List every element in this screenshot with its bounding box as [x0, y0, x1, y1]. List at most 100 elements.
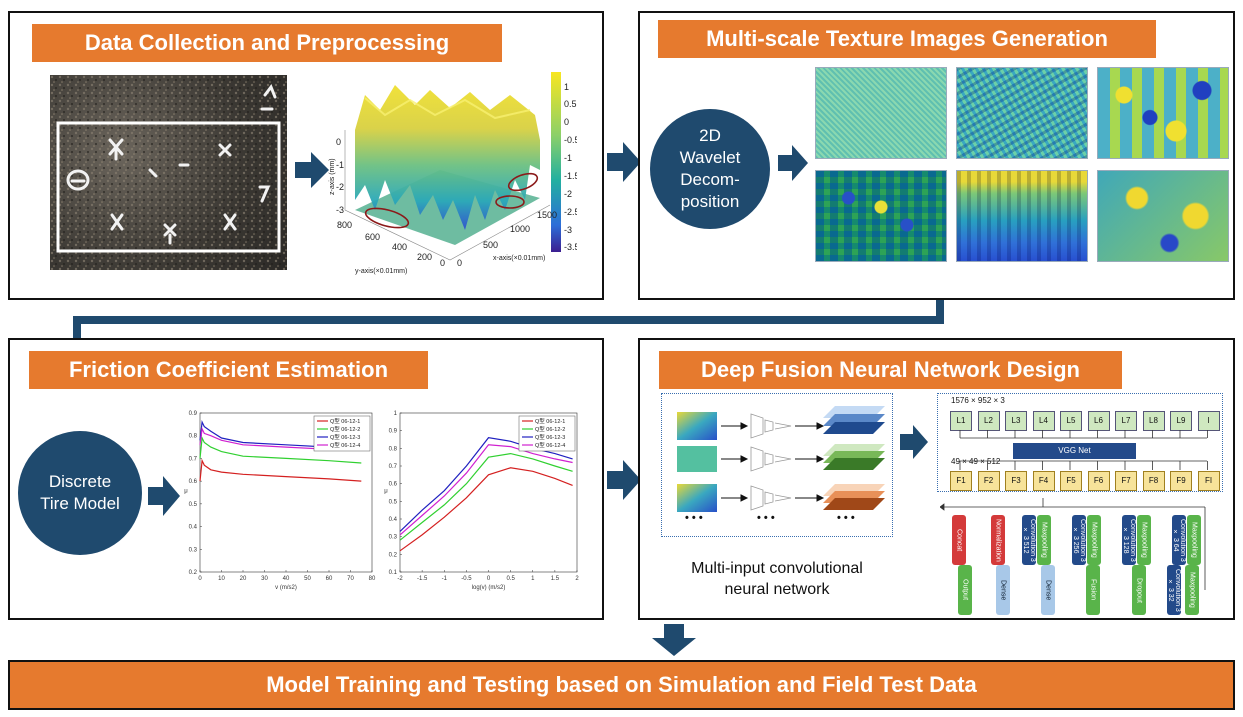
legend-label: Q型 06-12-1: [535, 417, 565, 425]
x-tick: 0: [457, 258, 462, 268]
y-tick-label: 0.4: [189, 525, 198, 531]
input-layer-box: L9: [1170, 411, 1192, 431]
z-axis-label: z-axis (mm): [329, 158, 336, 195]
z-tick: -2: [336, 182, 344, 192]
x-tick-label: 80: [369, 576, 376, 582]
arrow-down-icon: [652, 624, 696, 661]
legend-label: Q型 06-12-4: [330, 441, 360, 449]
vgg-connector-lines: [959, 430, 1208, 470]
y-axis-label: μ: [184, 489, 188, 495]
vgg-block-box: [937, 393, 1223, 492]
x-tick-label: 50: [304, 576, 311, 582]
x-tick: 1000: [510, 224, 530, 234]
ellipsis-dots: • • •: [837, 512, 855, 524]
cbar-tick: 0.5: [564, 99, 577, 109]
cnn-caption: Multi-input convolutional neural network: [691, 560, 863, 598]
network-layer-block: Concat: [952, 515, 966, 565]
arrow-right-icon: [607, 142, 641, 187]
legend-label: Q型 06-12-3: [535, 433, 565, 441]
y-tick: 600: [365, 232, 380, 242]
x-axis-label: x-axis(×0.01mm): [493, 255, 545, 262]
series-line: [399, 452, 573, 541]
y-tick-label: 0.9: [389, 429, 398, 435]
network-layer-block: Maxpooling: [1185, 565, 1199, 615]
legend-label: Q型 06-12-4: [535, 441, 565, 449]
y-tick-label: 0.4: [389, 517, 398, 523]
road-surface-photo: [50, 75, 287, 270]
texture-image: [815, 67, 947, 159]
x-tick-label: 0: [198, 576, 202, 582]
input-dimension-label: 1576 × 952 × 3: [951, 396, 1005, 405]
y-tick: 200: [417, 252, 432, 262]
y-tick-label: 0.8: [389, 446, 398, 452]
cbar-tick: -2: [564, 189, 572, 199]
input-layer-box: L4: [1032, 411, 1055, 431]
x-tick-label: 1: [531, 576, 535, 582]
cbar-tick: -3: [564, 225, 572, 235]
z-tick: 0: [336, 137, 341, 147]
series-line: [199, 435, 362, 464]
legend-label: Q型 06-12-3: [330, 433, 360, 441]
ellipsis-dots: • • •: [685, 512, 703, 524]
connector-line: [936, 300, 944, 324]
input-layer-box: L7: [1115, 411, 1137, 431]
x-tick-label: 40: [283, 576, 290, 582]
x-tick-label: 1.5: [551, 576, 560, 582]
feature-layer-box: F3: [1005, 471, 1027, 491]
y-tick-label: 0.3: [189, 547, 198, 553]
y-tick-label: 0.1: [389, 570, 398, 576]
connector-line: [73, 316, 944, 324]
x-tick: 1500: [537, 210, 557, 220]
arrow-right-icon: [607, 460, 641, 505]
series-line: [399, 444, 573, 536]
x-tick-label: -1.5: [417, 576, 428, 582]
x-tick-label: -2: [397, 576, 403, 582]
input-layer-box: L2: [977, 411, 1000, 431]
network-layer-block: Convolution 3 × 3 64: [1172, 515, 1186, 565]
network-layer-block: Dense: [996, 565, 1010, 615]
feature-layer-box: F9: [1170, 471, 1192, 491]
y-tick: 0: [440, 258, 445, 268]
texture-image: [956, 67, 1088, 159]
feature-layer-box: F1: [950, 471, 972, 491]
multi-input-cnn-box: [661, 393, 893, 537]
network-layer-block: Maxpooling: [1137, 515, 1151, 565]
x-tick-label: -0.5: [461, 576, 472, 582]
feature-layer-box: FI: [1197, 471, 1220, 491]
wavelet-decomposition-node: 2D Wavelet Decom- position: [650, 109, 770, 229]
y-axis-label: y-axis(×0.01mm): [355, 268, 407, 275]
network-layer-block: Dropout: [1132, 565, 1146, 615]
series-line: [399, 467, 573, 552]
x-axis-label: v (m/s2): [275, 585, 297, 591]
y-tick: 400: [392, 242, 407, 252]
x-tick-label: 20: [240, 576, 247, 582]
series-line: [199, 458, 362, 482]
arrow-right-icon: [148, 476, 180, 521]
feature-layer-box: F6: [1087, 471, 1110, 491]
network-layer-block: Normalization: [991, 515, 1005, 565]
texture-image: [815, 170, 947, 262]
feature-layer-box: F8: [1142, 471, 1165, 491]
feature-dimension-label: 49 × 49 × 512: [951, 457, 1001, 466]
vgg-net-box: VGG Net: [1013, 443, 1136, 459]
x-tick-label: -1: [442, 576, 448, 582]
input-layer-box: L6: [1087, 411, 1110, 431]
input-layer-box: L1: [950, 411, 972, 431]
network-layer-block: Dense: [1041, 565, 1055, 615]
y-tick-label: 0.7: [189, 456, 198, 462]
x-tick-label: 0: [487, 576, 491, 582]
surface-3d-plot: 1 0.5 0 -0.5 -1 -1.5 -2 -2.5 -3 -3.5 0 -…: [325, 70, 580, 275]
network-layer-block: Convolution 3 × 3 512: [1022, 515, 1036, 565]
panel-title-fusion: Deep Fusion Neural Network Design: [659, 351, 1122, 389]
network-layer-block: Maxpooling: [1187, 515, 1201, 565]
legend-label: Q型 06-12-1: [330, 417, 360, 425]
input-layer-box: L5: [1060, 411, 1082, 431]
cbar-tick: 0: [564, 117, 569, 127]
ellipsis-dots: • • •: [757, 512, 775, 524]
texture-image: [956, 170, 1088, 262]
multi-input-cnn-diagram: [677, 406, 885, 512]
legend-label: Q型 06-12-2: [535, 425, 565, 433]
y-axis-label: μ: [384, 489, 388, 495]
discrete-tire-model-node: Discrete Tire Model: [18, 431, 142, 555]
